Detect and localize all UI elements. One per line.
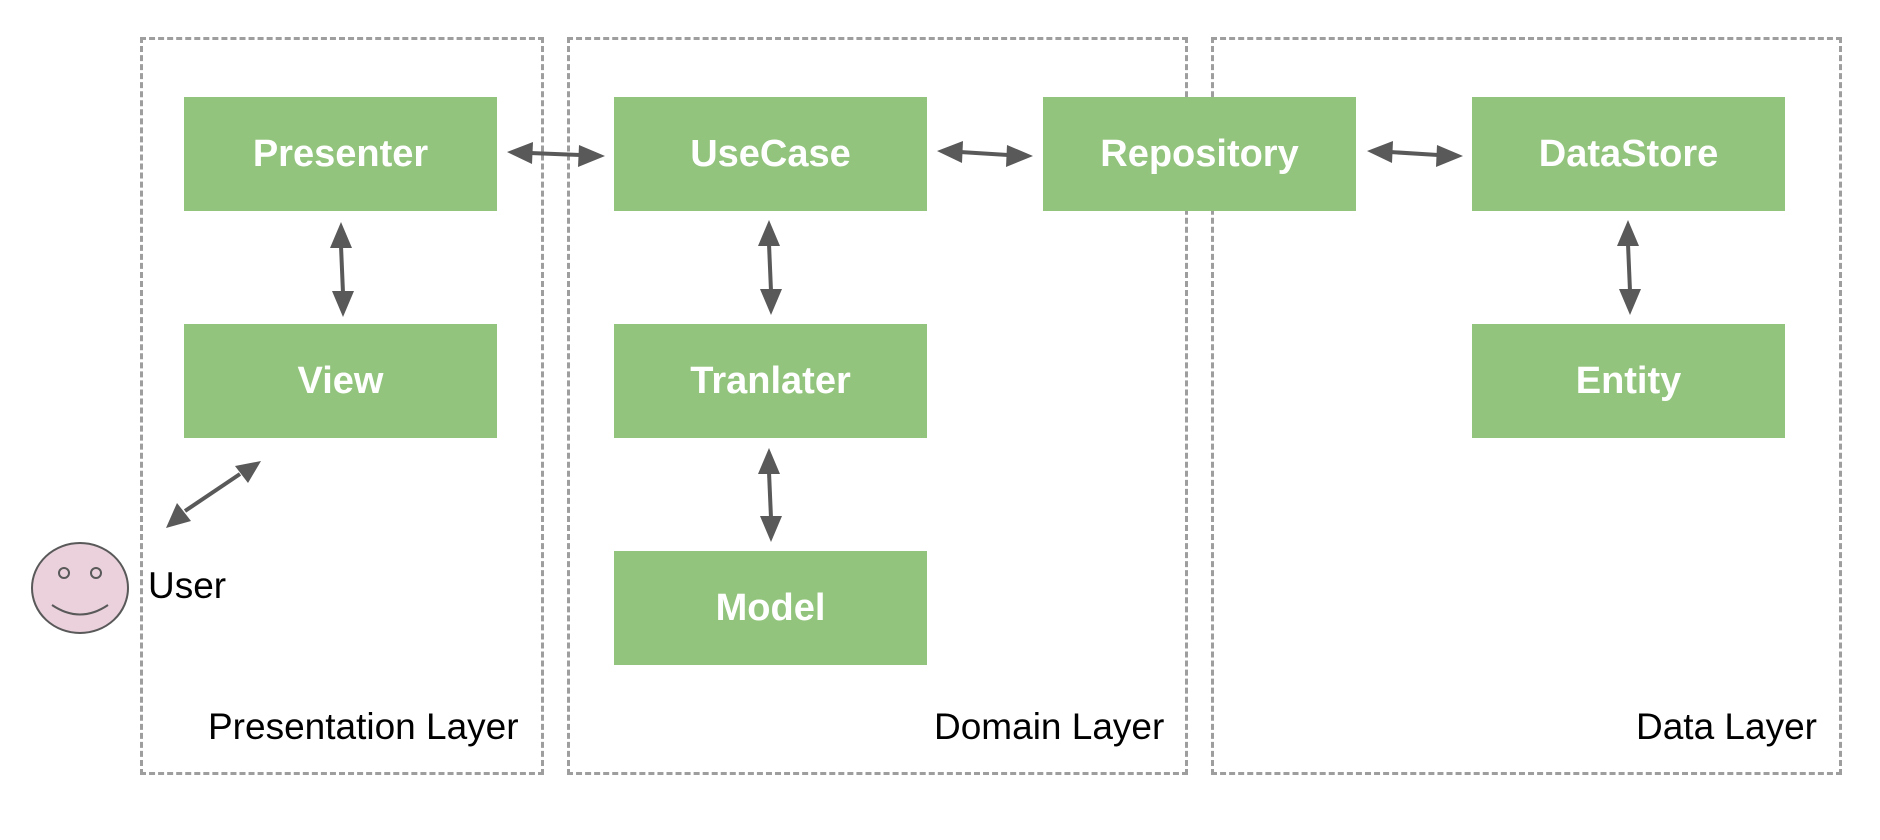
view-box: View — [184, 324, 497, 438]
data-layer — [1211, 37, 1842, 775]
presentation-layer — [140, 37, 544, 775]
repository-box: Repository — [1043, 97, 1356, 211]
user-label: User — [148, 565, 227, 606]
user-face-icon — [31, 542, 129, 634]
data-layer-label: Data Layer — [1636, 706, 1817, 747]
domain-layer — [567, 37, 1188, 775]
presentation-layer-label: Presentation Layer — [208, 706, 519, 747]
translater-box: Tranlater — [614, 324, 927, 438]
presenter-box: Presenter — [184, 97, 497, 211]
domain-layer-label: Domain Layer — [934, 706, 1165, 747]
datastore-box: DataStore — [1472, 97, 1785, 211]
model-box: Model — [614, 551, 927, 665]
entity-box: Entity — [1472, 324, 1785, 438]
usecase-box: UseCase — [614, 97, 927, 211]
